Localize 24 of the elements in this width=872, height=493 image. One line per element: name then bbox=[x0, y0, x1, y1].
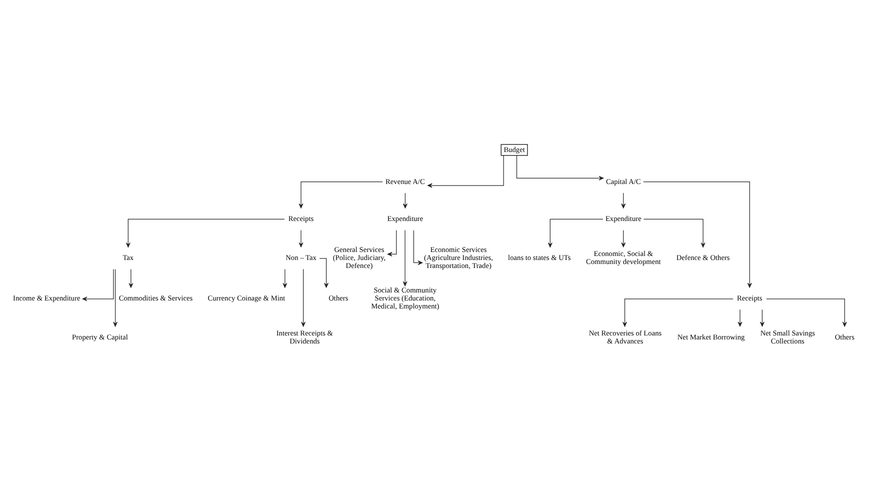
arrow bbox=[301, 268, 306, 327]
arrow bbox=[760, 309, 764, 327]
arrow bbox=[622, 298, 734, 327]
arrow bbox=[621, 230, 626, 248]
arrow bbox=[128, 268, 134, 288]
arrow bbox=[413, 230, 423, 265]
arrow bbox=[387, 230, 397, 256]
arrow bbox=[298, 230, 304, 248]
arrow bbox=[82, 268, 114, 302]
arrow bbox=[621, 192, 626, 208]
arrow bbox=[126, 218, 285, 248]
arrow bbox=[766, 298, 847, 327]
arrow bbox=[643, 218, 706, 248]
arrow bbox=[402, 230, 408, 286]
arrow bbox=[319, 258, 329, 288]
arrow bbox=[516, 155, 604, 180]
arrow bbox=[643, 182, 752, 288]
arrow bbox=[402, 192, 408, 208]
arrow bbox=[298, 182, 383, 208]
arrow bbox=[113, 268, 118, 327]
arrow bbox=[548, 218, 604, 248]
arrow bbox=[738, 309, 742, 327]
arrow bbox=[427, 155, 504, 188]
arrow bbox=[282, 268, 288, 288]
